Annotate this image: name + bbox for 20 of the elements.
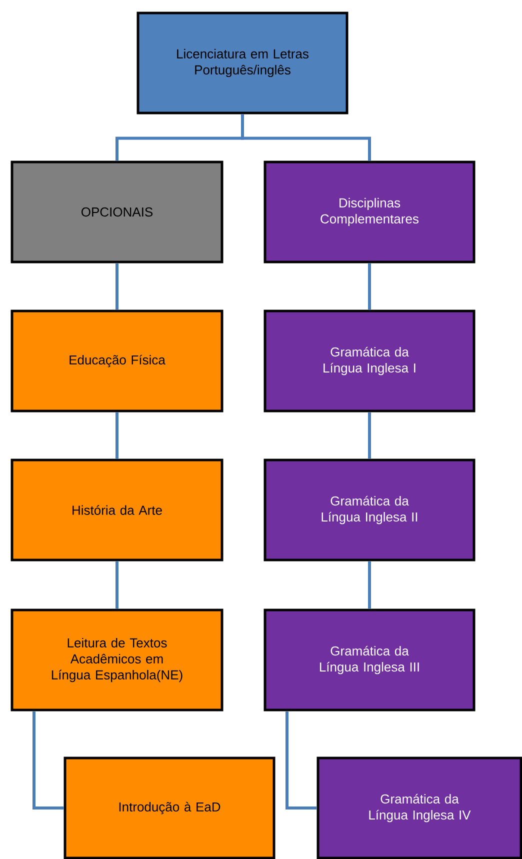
box: História da Arte <box>10 458 224 562</box>
box: Introdução à EaD <box>64 756 276 859</box>
connector-line <box>368 561 371 609</box>
connector-line <box>368 412 371 459</box>
box: Disciplinas Complementares <box>264 160 476 264</box>
box: Licenciatura em Letras Português/inglês <box>136 12 348 114</box>
box: Educação Física <box>10 310 224 412</box>
connector-line <box>368 263 371 310</box>
box: Gramática da Língua Inglesa II <box>264 458 476 562</box>
box: Gramática da Língua Inglesa I <box>264 310 476 412</box>
box: Gramática da Língua Inglesa III <box>264 608 476 712</box>
connector-line <box>116 561 118 609</box>
box: Gramática da Língua Inglesa IV <box>316 756 522 859</box>
connector-line <box>286 712 317 810</box>
connector-line <box>241 114 371 161</box>
box: Leitura de Textos Acadêmicos em Língua Espanhola(NE) <box>10 608 224 712</box>
connector-line <box>116 412 118 459</box>
box: OPCIONAIS <box>10 160 224 264</box>
connector-line <box>32 712 64 810</box>
connector-line <box>116 263 118 310</box>
